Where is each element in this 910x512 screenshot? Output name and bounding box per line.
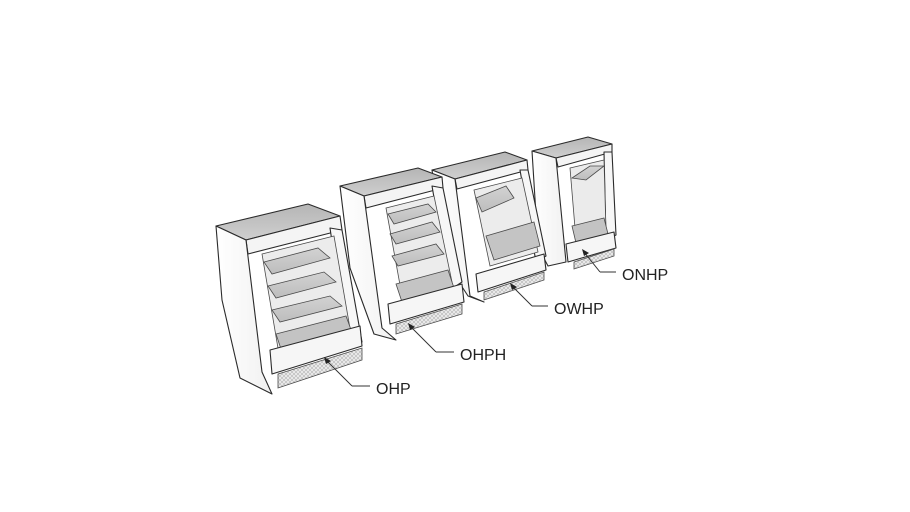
label-onhp: ONHP — [622, 267, 668, 284]
callout-owhp: OWHP — [510, 283, 604, 318]
label-ohp: OHP — [376, 381, 411, 398]
display-case-ohph — [339, 167, 465, 341]
label-owhp: OWHP — [554, 301, 604, 318]
label-ohph: OHPH — [460, 347, 506, 364]
callout-ohp: OHP — [324, 357, 411, 398]
callout-onhp: ONHP — [582, 249, 668, 284]
callout-ohph: OHPH — [408, 323, 506, 364]
display-case-ohp — [215, 203, 363, 395]
